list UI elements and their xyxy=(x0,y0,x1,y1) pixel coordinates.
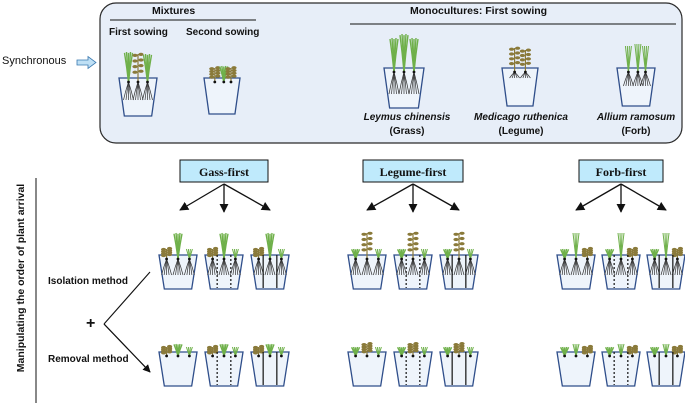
vertical-axis-label: Manipulating the order of plant arrival xyxy=(15,184,27,373)
pot-forb-first-isolation-1 xyxy=(556,232,596,290)
pot-forb-first-isolation-2 xyxy=(601,232,641,290)
species-group-forb: (Forb) xyxy=(622,126,651,137)
pot-legume-first-removal-3 xyxy=(439,342,479,387)
pot-forb-first-removal-2 xyxy=(601,343,641,387)
pot-legume-first-isolation-2 xyxy=(393,231,433,290)
pot-grass-first-isolation-2 xyxy=(204,232,244,290)
pot-grass-first-isolation-1 xyxy=(158,232,198,290)
plus-sign: + xyxy=(86,315,95,332)
pot-legume-first-removal-2 xyxy=(393,342,433,387)
pot-mono-forb xyxy=(616,43,656,107)
group-box-legume-first: Legume-first xyxy=(362,159,464,183)
monocultures-title: Monocultures: First sowing xyxy=(410,5,547,17)
species-name-legume: Medicago ruthenica xyxy=(474,112,568,123)
group-arrows xyxy=(179,183,667,213)
method-fork-arrow-2 xyxy=(103,323,151,373)
svg-text:Gass-first: Gass-first xyxy=(199,165,249,179)
svg-text:Forb-first: Forb-first xyxy=(596,165,647,179)
pot-mixture-first-sowing xyxy=(118,51,158,117)
group-box-grass-first: Gass-first xyxy=(179,159,269,183)
synchronous-label: Synchronous xyxy=(2,55,67,67)
mixtures-title: Mixtures xyxy=(152,5,195,17)
pot-mono-grass xyxy=(383,33,425,109)
isolation-method-label: Isolation method xyxy=(48,276,128,287)
pot-grass-first-removal-1 xyxy=(158,343,198,387)
pot-legume-first-isolation-1 xyxy=(347,231,387,290)
pots-layer xyxy=(118,33,685,387)
species-name-grass: Leymus chinensis xyxy=(364,112,451,123)
pot-mono-legume xyxy=(501,46,539,107)
synchronous-arrow xyxy=(76,55,97,70)
pot-grass-first-removal-2 xyxy=(204,343,244,387)
pot-forb-first-isolation-3 xyxy=(646,232,685,290)
second-sowing-label: Second sowing xyxy=(186,27,259,38)
pot-mixture-second-sowing xyxy=(203,65,241,115)
pot-forb-first-removal-1 xyxy=(556,343,596,387)
removal-method-label: Removal method xyxy=(48,354,129,365)
pot-legume-first-isolation-3 xyxy=(439,231,479,290)
pot-grass-first-removal-3 xyxy=(250,343,290,387)
pot-legume-first-removal-1 xyxy=(347,342,387,387)
first-sowing-label: First sowing xyxy=(109,27,168,38)
pot-forb-first-removal-3 xyxy=(646,343,685,387)
group-box-forb-first: Forb-first xyxy=(578,159,664,183)
svg-text:Legume-first: Legume-first xyxy=(380,165,447,179)
pot-grass-first-isolation-3 xyxy=(250,232,290,290)
species-name-forb: Allium ramosum xyxy=(596,112,675,123)
species-group-legume: (Legume) xyxy=(499,126,544,137)
species-group-grass: (Grass) xyxy=(389,126,424,137)
